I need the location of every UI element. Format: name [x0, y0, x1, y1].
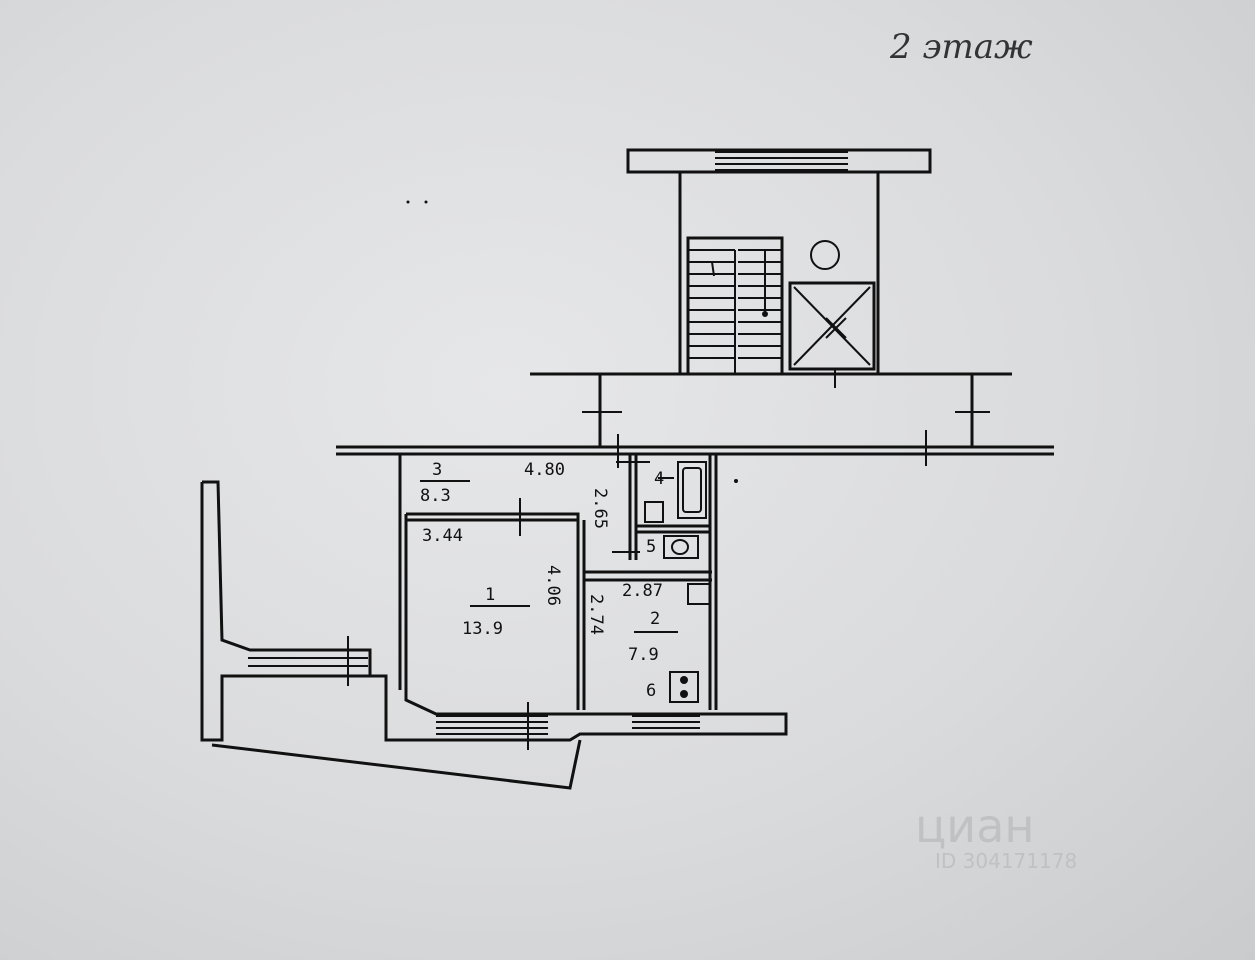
dimension-kitchen-width: 2.87 [622, 581, 663, 601]
watermark: циан ID 304171178 [915, 799, 1077, 873]
dimension-room1-width: 3.44 [422, 526, 463, 546]
corridor [530, 368, 1012, 447]
watermark-brand: циан [915, 799, 1034, 853]
svg-text:1: 1 [485, 585, 495, 605]
dimension-room1-depth: 4.06 [543, 565, 563, 606]
svg-text:7.9: 7.9 [628, 645, 659, 665]
chute-symbol [810, 240, 840, 270]
svg-text:2: 2 [650, 609, 660, 629]
stairwell [626, 148, 932, 374]
apartment [384, 454, 788, 750]
svg-text:3: 3 [432, 460, 442, 480]
room-label-2: 2 7.9 [628, 609, 678, 665]
fixture-label-6: 6 [646, 681, 656, 701]
elevator-shaft [788, 281, 876, 371]
fixture-label-5: 5 [646, 537, 656, 557]
balcony [200, 480, 582, 790]
dimension-bath-depth: 2.65 [590, 488, 610, 529]
fixture-label-4: 4 [654, 469, 664, 489]
dimension-kitchen-depth: 2.74 [586, 594, 606, 635]
dimension-top: 4.80 [524, 460, 565, 480]
exterior-wall [336, 445, 1054, 456]
room-label-1: 1 13.9 [462, 585, 530, 639]
floor-note: 2 этаж [889, 27, 1033, 67]
svg-text:8.3: 8.3 [420, 486, 451, 506]
svg-text:13.9: 13.9 [462, 619, 503, 639]
watermark-id: ID 304171178 [935, 849, 1077, 873]
room-label-3: 3 8.3 [420, 460, 470, 506]
